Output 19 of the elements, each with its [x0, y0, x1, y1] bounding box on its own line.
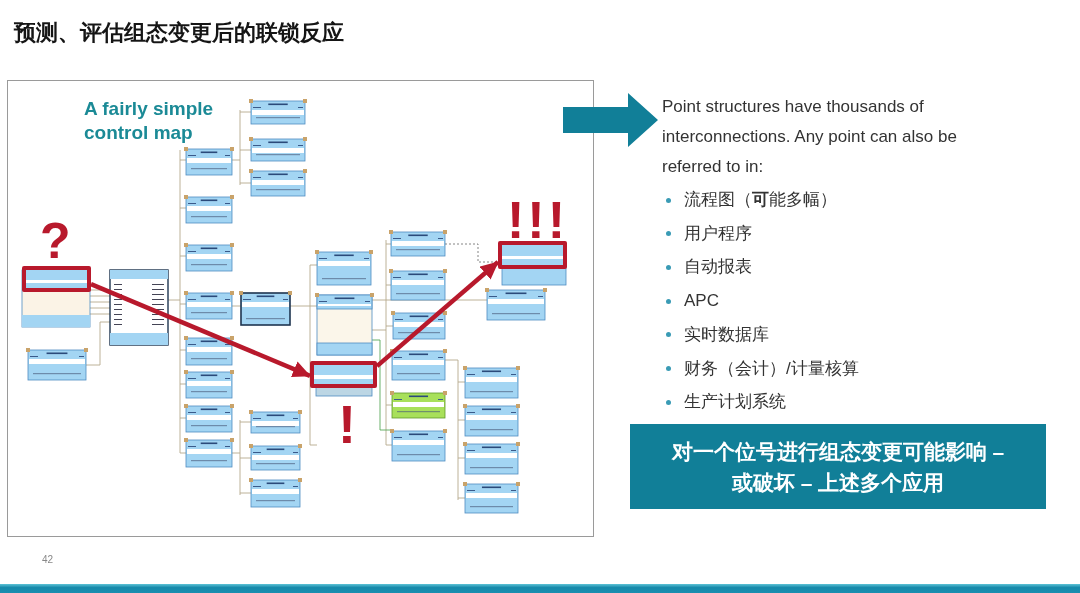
list-item-text: 生产计划系统 [684, 391, 786, 414]
list-item-text: 流程图（可能多幅） [684, 189, 837, 211]
arrow [90, 282, 311, 378]
exclamation-mark: ! [338, 397, 356, 451]
list-item-text: 自动报表 [684, 256, 752, 279]
map-heading: A fairly simple control map [84, 97, 215, 145]
intro-text: Point structures have thousands of interconnections. Any point can also be referred to in: [662, 96, 958, 178]
block-arrow [563, 93, 658, 147]
arrow [375, 260, 500, 368]
page-number: 42 [42, 554, 54, 565]
question-mark: ? [40, 216, 71, 266]
list-item-text: 用户程序 [684, 222, 752, 245]
list-item-text: 实时数据库 [684, 323, 769, 346]
list-item-text: 财务（会计）/计量核算 [684, 357, 859, 380]
slide-title: 预测、评估组态变更后的联锁反应 [14, 19, 344, 47]
callout-box [630, 424, 1046, 509]
exclamation-marks: !!! [507, 194, 568, 246]
callout-text: 对一个位号进行组态变更可能影响 – 或破坏 – 上述多个应用 [670, 438, 1006, 496]
list-item-text: APC [684, 290, 719, 313]
